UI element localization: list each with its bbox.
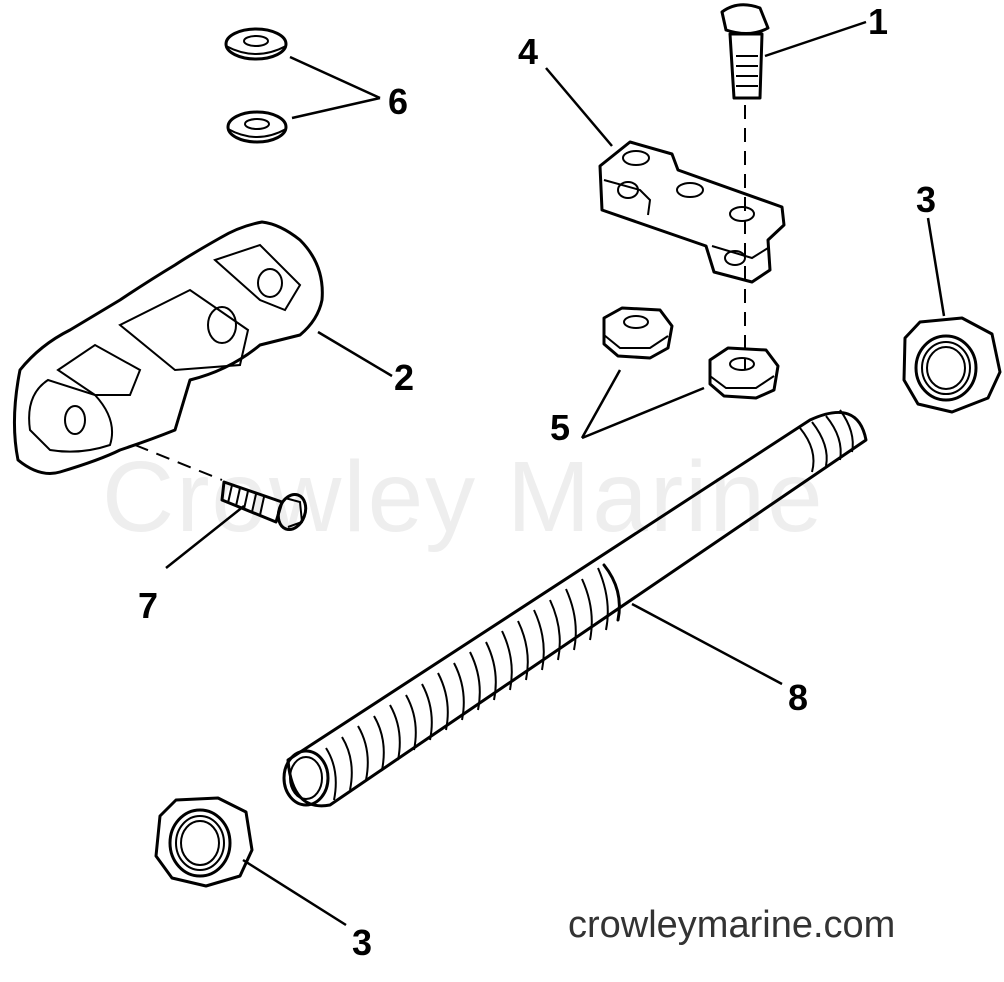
callout-8: 8 (788, 677, 809, 718)
threaded-rod-icon (282, 409, 868, 808)
screw-icon (220, 480, 308, 531)
callout-2: 2 (394, 357, 415, 398)
callout-5: 5 (550, 407, 571, 448)
leader-line-4 (545, 67, 613, 147)
leader-line-3a (926, 217, 946, 317)
bracket-housing-icon (12, 220, 324, 475)
alignment-line (134, 444, 223, 481)
callout-6: 6 (388, 81, 409, 122)
bolt-icon (720, 3, 770, 100)
large-hex-nut-icon (902, 316, 1002, 414)
small-hex-nut-icon (602, 306, 674, 360)
callout-1: 1 (868, 1, 889, 42)
leader-line-8 (631, 602, 783, 686)
leader-line-2 (317, 330, 393, 378)
callout-4: 4 (518, 31, 539, 72)
callout-7: 7 (138, 585, 159, 626)
leader-line-6b (291, 96, 381, 120)
leader-line-1 (764, 20, 867, 58)
washer-icon (226, 110, 288, 144)
leader-line-5a (580, 369, 622, 439)
washer-icon (224, 27, 288, 61)
site-url-text: crowleymarine.com (568, 904, 896, 946)
leader-line-5b (581, 386, 705, 440)
leader-line-3b (242, 858, 347, 927)
callout-3-right: 3 (916, 179, 937, 220)
leader-line-7 (165, 505, 245, 569)
leader-line-6a (289, 55, 381, 100)
large-hex-nut-icon (154, 796, 254, 888)
small-hex-nut-icon (708, 346, 780, 400)
link-bracket-icon (598, 140, 786, 284)
callout-3-left: 3 (352, 922, 373, 963)
